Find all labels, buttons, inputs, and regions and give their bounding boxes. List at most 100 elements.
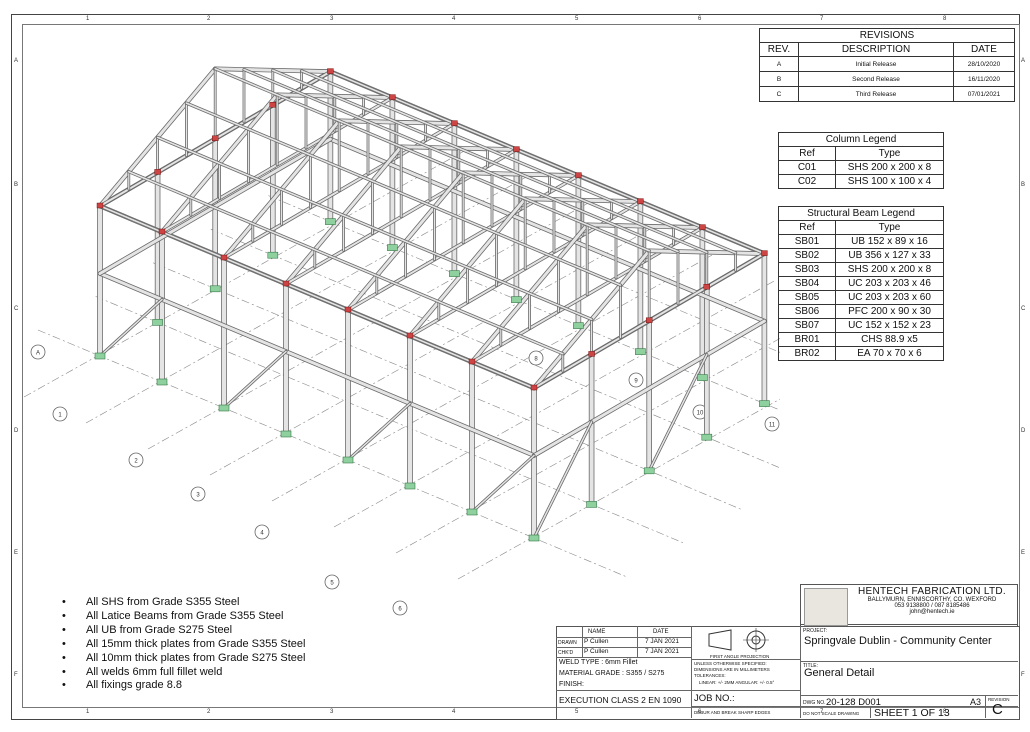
bullet-icon: • <box>62 623 66 636</box>
base-plate <box>466 508 478 516</box>
sheet-number: SHEET 1 OF 13 <box>874 707 950 719</box>
zone-column-marker: 3 <box>330 709 334 715</box>
steel-member <box>532 319 766 457</box>
base-plate <box>404 482 416 490</box>
base-plate <box>759 400 770 407</box>
column-cap <box>220 254 228 261</box>
steel-member <box>223 350 287 409</box>
steel-member <box>328 137 766 323</box>
gridline-bubble <box>528 350 544 366</box>
dwg-label: DWG NO. <box>803 700 826 706</box>
base-plate <box>511 296 522 303</box>
beam-legend-ref: SB05 <box>778 290 836 305</box>
column-cap <box>699 224 706 230</box>
revision-date: 28/10/2020 <box>953 56 1015 72</box>
steel-member <box>243 68 679 253</box>
base-plate <box>387 244 398 251</box>
base-plate <box>697 374 708 381</box>
column-cap <box>513 146 520 152</box>
project-name: Springvale Dublin - Community Center <box>804 635 992 647</box>
zone-row-marker: F <box>14 672 18 678</box>
gridline-bubble-label: 5 <box>330 581 334 587</box>
bullet-icon: • <box>62 637 66 650</box>
date-column-header: DATE <box>653 629 669 635</box>
column-legend-type: SHS 200 x 200 x 8 <box>835 160 944 175</box>
note-item: •All fixings grade 8.8 <box>62 679 305 693</box>
zone-column-marker: 5 <box>575 709 579 715</box>
zone-row-marker: A <box>14 58 19 64</box>
beam-legend-type: SHS 200 x 200 x 8 <box>835 262 944 277</box>
gridline-bubble-label: 1 <box>58 413 62 419</box>
gridline-bubble <box>764 416 780 432</box>
revision-label: REVISION <box>988 697 1010 702</box>
gridline-bubble <box>128 452 144 468</box>
column-legend-ref: C01 <box>778 160 836 175</box>
revision-letter: C <box>992 701 1003 718</box>
note-text: All SHS from Grade S355 Steel <box>86 596 240 608</box>
beam-legend-type: CHS 88.9 x5 <box>835 332 944 347</box>
bullet-icon: • <box>62 596 66 608</box>
column-cap <box>96 202 104 209</box>
gridline-bubble <box>30 344 46 360</box>
checked-label: CHK'D <box>558 650 574 656</box>
zone-column-marker: 2 <box>207 709 211 715</box>
date-header: DATE <box>953 42 1015 57</box>
beam-legend-type: PFC 200 x 90 x 30 <box>835 304 944 319</box>
steel-member <box>533 421 593 539</box>
base-plate <box>643 467 655 475</box>
zone-row-marker: F <box>1021 672 1025 678</box>
zone-column-marker: 4 <box>452 16 456 22</box>
title-label: TITLE: <box>803 663 819 669</box>
zone-column-marker: 6 <box>698 709 702 715</box>
company-address: BALLYMURN, ENNISCORTHY, CO. WEXFORD <box>867 597 997 603</box>
base-plate <box>94 352 106 360</box>
zone-row-marker: D <box>14 428 19 434</box>
steel-member <box>272 69 708 253</box>
beam-legend-ref: SB03 <box>778 262 836 277</box>
zone-row-marker: B <box>14 182 19 188</box>
base-plate <box>449 270 460 277</box>
tolerance-line-2: DIMENSIONS ARE IN MILLIMETERS <box>694 667 770 672</box>
column-cap <box>703 283 710 290</box>
zone-row-marker: D <box>1021 428 1026 434</box>
gridline-bubble-label: 8 <box>534 357 538 363</box>
beam-legend-ref: SB02 <box>778 248 836 263</box>
zone-row-marker: E <box>1021 550 1026 556</box>
column-cap <box>530 384 538 391</box>
note-item: •All Latice Beams from Grade S355 Steel <box>62 610 305 624</box>
base-plate <box>573 322 584 329</box>
base-plate <box>586 501 597 508</box>
company-block: HENTECH FABRICATION LTD. BALLYMURN, ENNI… <box>852 586 1012 615</box>
sheet-size: A3 <box>970 697 982 707</box>
material-grade: MATERIAL GRADE : S355 / S275 <box>559 670 665 677</box>
gridline-bubble <box>324 574 340 590</box>
revision-description: Second Release <box>798 71 954 87</box>
base-plate <box>280 430 292 438</box>
name-header: NAME <box>588 629 606 635</box>
revision-description: Initial Release <box>798 56 954 72</box>
steel-member <box>347 402 411 461</box>
deburr-note: DEBUR AND BREAK SHARP EDGES <box>694 710 771 715</box>
zone-row-marker: E <box>14 550 19 556</box>
note-item: •All UB from Grade S275 Steel <box>62 624 305 638</box>
zone-column-marker: 8 <box>943 709 947 715</box>
tolerance-line-1: UNLESS OTHERWISE SPECIFIED: <box>694 661 767 666</box>
column-cap <box>468 358 476 365</box>
bullet-icon: • <box>62 665 66 678</box>
company-logo <box>804 588 848 626</box>
description-header: DESCRIPTION <box>798 42 954 57</box>
column-cap <box>327 68 334 74</box>
beam-legend-type-header: Type <box>835 220 944 235</box>
zone-column-marker: 7 <box>820 16 824 22</box>
beam-legend-type: UC 152 x 152 x 23 <box>835 318 944 333</box>
zone-column-marker: 8 <box>943 16 947 22</box>
gridline <box>209 227 653 476</box>
